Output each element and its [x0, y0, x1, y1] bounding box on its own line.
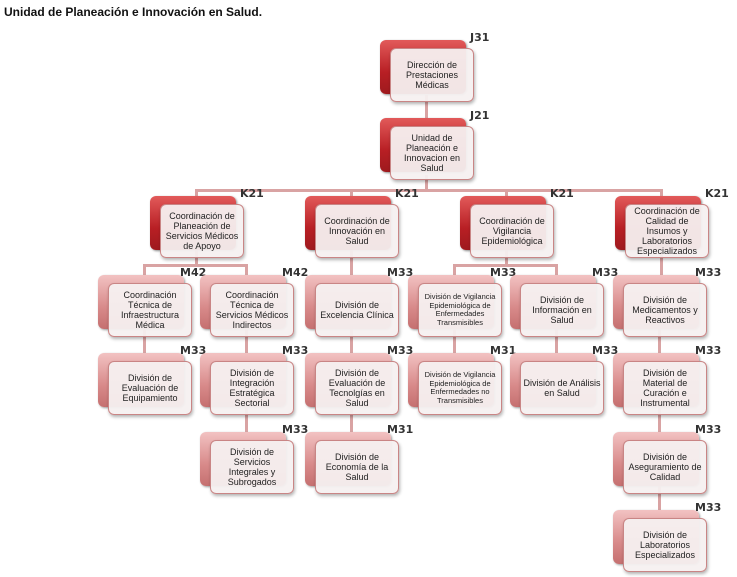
node-label: División de Medicamentos y Reactivos: [623, 283, 707, 337]
connector-line: [505, 250, 508, 266]
connector-line: [505, 189, 508, 199]
node-code: J31: [470, 31, 490, 44]
node-label: Dirección de Prestaciones Médicas: [390, 48, 474, 102]
connector-line: [245, 403, 248, 434]
node-label: División de Evaluación de Equipamiento: [108, 361, 192, 415]
connector-line: [245, 264, 248, 276]
connector-line: [658, 482, 661, 512]
node-label: Coordinación de Calidad de Insumos y Lab…: [625, 204, 709, 258]
connector-line: [350, 403, 353, 434]
connector-line: [660, 189, 663, 199]
connector-line: [143, 264, 146, 276]
connector-line: [453, 325, 456, 355]
node-code: K21: [395, 187, 419, 200]
node-label: División de Vigilancia Epidemiológica de…: [418, 283, 502, 337]
node-label: División de Aseguramiento de Calidad: [623, 440, 707, 494]
connector-line: [143, 264, 248, 267]
connector-line: [658, 403, 661, 434]
node-label: Coordinación de Innovación en Salud: [315, 204, 399, 258]
connector-line: [453, 264, 558, 267]
node-label: División de Integración Estratégica Sect…: [210, 361, 294, 415]
node-label: División de Vigilancia Epidemiológica de…: [418, 361, 502, 415]
node-code: K21: [550, 187, 574, 200]
connector-line: [555, 325, 558, 355]
node-code: M33: [387, 266, 414, 279]
connector-line: [195, 189, 198, 199]
node-label: Coordinación de Vigilancia Epidemiológic…: [470, 204, 554, 258]
connector-line: [350, 250, 353, 276]
node-code: M31: [387, 423, 414, 436]
node-label: División de Laboratorios Especializados: [623, 518, 707, 572]
node-code: M33: [695, 344, 722, 357]
node-code: M33: [592, 266, 619, 279]
connector-line: [425, 95, 428, 125]
connector-line: [143, 325, 146, 355]
connector-line: [425, 175, 428, 191]
node-label: División de Economía de la Salud: [315, 440, 399, 494]
page-title: Unidad de Planeación e Innovación en Sal…: [4, 5, 263, 19]
connector-line: [660, 250, 663, 276]
node-code: M33: [695, 501, 722, 514]
connector-line: [350, 189, 353, 199]
connector-line: [195, 250, 198, 266]
node-code: K21: [705, 187, 729, 200]
node-label: División de Excelencia Clínica: [315, 283, 399, 337]
node-label: División de Material de Curación e Instr…: [623, 361, 707, 415]
node-label: Coordinación Técnica de Servicios Médico…: [210, 283, 294, 337]
node-code: M31: [490, 344, 517, 357]
node-label: Unidad de Planeación e Innovacion en Sal…: [390, 126, 474, 180]
node-label: Coordinación de Planeación de Servicios …: [160, 204, 244, 258]
node-label: División de Servicios Integrales y Subro…: [210, 440, 294, 494]
node-code: M33: [695, 266, 722, 279]
node-code: M33: [180, 344, 207, 357]
connector-line: [555, 264, 558, 276]
node-code: M42: [282, 266, 309, 279]
connector-line: [195, 189, 663, 192]
node-label: Coordinación Técnica de Infraestructura …: [108, 283, 192, 337]
node-label: División de Información en Salud: [520, 283, 604, 337]
node-label: División de Evaluación de Tecnolgías en …: [315, 361, 399, 415]
node-code: M42: [180, 266, 207, 279]
node-code: M33: [282, 344, 309, 357]
connector-line: [658, 325, 661, 355]
node-label: División de Análisis en Salud: [520, 361, 604, 415]
node-code: M33: [592, 344, 619, 357]
node-code: M33: [695, 423, 722, 436]
connector-line: [350, 325, 353, 355]
connector-line: [453, 264, 456, 276]
node-code: J21: [470, 109, 490, 122]
node-code: K21: [240, 187, 264, 200]
node-code: M33: [282, 423, 309, 436]
node-code: M33: [387, 344, 414, 357]
node-code: M33: [490, 266, 517, 279]
connector-line: [245, 325, 248, 355]
